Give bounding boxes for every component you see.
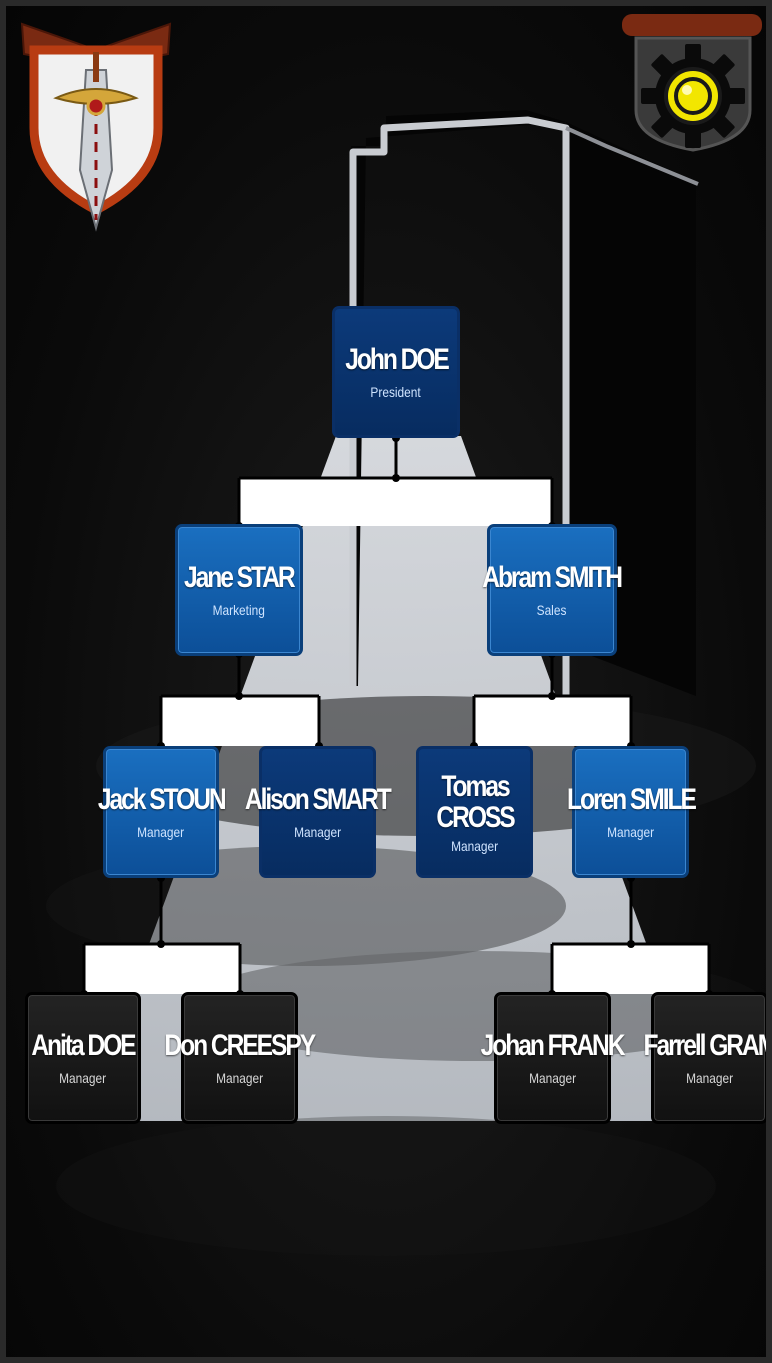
node-role: Manager (451, 837, 498, 854)
node-role: Manager (216, 1069, 263, 1086)
node-role: Sales (537, 601, 567, 618)
node-manager-2[interactable]: Alison SMART Manager (245, 746, 392, 878)
node-manager-1[interactable]: Jack STOUN Manager (98, 746, 226, 878)
node-role: Manager (607, 823, 654, 840)
node-name: Alison SMART (245, 783, 392, 817)
node-role: Manager (59, 1069, 107, 1086)
node-name: Jane STAR (184, 561, 296, 595)
node-role: Manager (529, 1069, 576, 1086)
node-role: Manager (294, 823, 341, 840)
node-manager-6[interactable]: Don CREESPY Manager (165, 992, 316, 1124)
node-role: Manager (137, 823, 185, 840)
node-name: Johan FRANK (481, 1029, 626, 1063)
node-name: Tomas CROSS (435, 769, 515, 834)
node-name: Abram SMITH (482, 561, 624, 595)
node-role: President (370, 383, 422, 400)
node-manager-7[interactable]: Johan FRANK Manager (481, 992, 626, 1124)
node-role: Marketing (212, 601, 266, 618)
connectors (80, 434, 713, 998)
node-name: Don CREESPY (164, 1029, 317, 1063)
sword-shield-icon[interactable] (16, 10, 176, 235)
node-sales[interactable]: Abram SMITH Sales (483, 524, 623, 656)
node-name: Jack STOUN (97, 783, 227, 817)
node-name: John DOE (344, 343, 450, 377)
node-name: Farrell GRAM (643, 1029, 772, 1063)
gear-icon[interactable] (618, 8, 768, 158)
node-name: Anita DOE (31, 1029, 136, 1063)
node-manager-5[interactable]: Anita DOE Manager (25, 992, 141, 1124)
node-president[interactable]: John DOE President (332, 306, 460, 438)
node-marketing[interactable]: Jane STAR Marketing (175, 524, 303, 656)
node-manager-3[interactable]: Tomas CROSS Manager (416, 746, 533, 878)
sword-icon (53, 52, 139, 232)
node-manager-8[interactable]: Farrell GRAM Manager (643, 992, 766, 1124)
building-outline-edge (565, 126, 699, 186)
node-manager-4[interactable]: Loren SMILE Manager (567, 746, 696, 878)
node-name: Loren SMILE (566, 783, 697, 817)
node-role: Manager (686, 1069, 733, 1086)
